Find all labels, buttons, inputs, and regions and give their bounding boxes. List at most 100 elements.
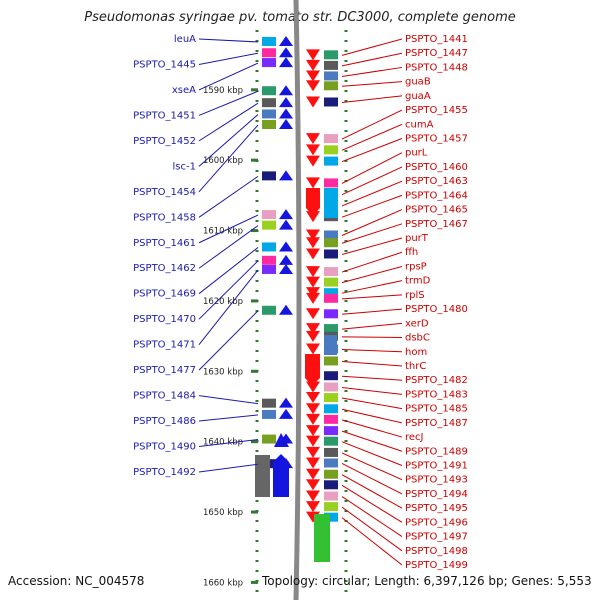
right-gene-block — [324, 356, 338, 366]
kbp-tick — [251, 158, 258, 162]
forward-arrow — [279, 241, 293, 252]
leader-line — [341, 223, 403, 244]
map-title: Pseudomonas syringae pv. tomato str. DC3… — [84, 10, 516, 25]
leader-line — [341, 430, 403, 452]
track-dot — [344, 60, 348, 62]
right-gene-label: PSPTO_1491 — [405, 460, 468, 471]
forward-arrow — [279, 119, 293, 129]
forward-arrow — [273, 454, 289, 497]
left-gene-block — [262, 86, 276, 96]
track-dot — [344, 150, 348, 152]
leader-line — [198, 52, 259, 65]
leader-line — [198, 463, 259, 473]
leader-line — [198, 114, 259, 167]
track-dot — [344, 140, 348, 142]
leader-line — [198, 102, 259, 142]
track-dot — [344, 230, 348, 232]
right-gene-block — [324, 156, 338, 166]
right-gene-label: PSPTO_1494 — [405, 489, 468, 500]
reverse-arrow — [306, 501, 320, 513]
kbp-tick — [251, 299, 258, 303]
track-dot — [344, 360, 348, 362]
left-gene-block — [262, 109, 276, 119]
track-dot — [255, 560, 259, 562]
leader-line — [341, 152, 403, 184]
track-dot — [255, 140, 259, 142]
right-gene-label: PSPTO_1457 — [405, 134, 468, 145]
forward-arrow — [274, 433, 289, 447]
track-dot — [344, 90, 348, 92]
track-dot — [255, 590, 259, 592]
leader-line — [341, 123, 403, 151]
leader-line — [341, 138, 403, 163]
leader-line — [341, 463, 403, 495]
track-dot — [255, 130, 259, 132]
track-dot — [255, 250, 259, 252]
reverse-arrow — [306, 381, 320, 393]
track-dot — [344, 470, 348, 472]
track-dot — [344, 250, 348, 252]
track-dot — [344, 330, 348, 332]
right-gene-block — [324, 238, 338, 248]
track-dot — [255, 430, 259, 432]
left-gene-block — [262, 120, 276, 129]
leader-line — [341, 194, 403, 218]
reverse-arrow — [306, 211, 320, 223]
reverse-arrow — [306, 133, 320, 145]
leader-line — [341, 95, 403, 103]
leader-line — [198, 310, 259, 371]
track-dot — [344, 260, 348, 262]
left-gene-block — [262, 434, 276, 444]
forward-arrow — [279, 108, 293, 119]
right-gene-label: purL — [405, 148, 428, 159]
right-gene-label: trmD — [405, 276, 431, 287]
right-gene-label: PSPTO_1463 — [405, 176, 468, 187]
left-gene-label: PSPTO_1470 — [133, 314, 196, 325]
right-gene-block — [324, 436, 338, 446]
reverse-arrow — [306, 457, 320, 469]
track-dot — [344, 170, 348, 172]
right-gene-label: dsbC — [405, 333, 430, 344]
left-gene-block — [262, 98, 276, 108]
track-dot — [255, 100, 259, 102]
genome-backbone — [293, 0, 302, 600]
right-gene-label: PSPTO_1448 — [405, 62, 468, 73]
leader-line — [341, 419, 403, 438]
left-gene-label: PSPTO_1462 — [133, 263, 196, 274]
kbp-tick — [251, 369, 258, 373]
track-dot — [255, 330, 259, 332]
track-dot — [255, 410, 259, 412]
track-dot — [255, 390, 259, 392]
genome-summary: Topology: circular; Length: 6,397,126 bp… — [262, 574, 592, 588]
right-gene-label: guaB — [405, 77, 431, 88]
track-dot — [344, 540, 348, 542]
right-gene-label: PSPTO_1460 — [405, 162, 468, 173]
forward-arrow — [279, 263, 293, 274]
left-gene-label: PSPTO_1477 — [133, 365, 196, 376]
right-gene-block — [324, 277, 338, 287]
accession-label: Accession: NC_004578 — [8, 574, 145, 588]
right-gene-block — [324, 393, 338, 403]
reverse-arrow — [306, 308, 320, 320]
reverse-arrow — [306, 70, 320, 82]
track-dot — [344, 50, 348, 52]
right-gene-label: PSPTO_1464 — [405, 190, 468, 201]
right-gene-label: rpsP — [405, 261, 427, 272]
forward-arrow — [279, 85, 293, 96]
track-dot — [344, 80, 348, 82]
track-dot — [344, 500, 348, 502]
leader-line — [341, 375, 403, 381]
reverse-arrow — [306, 468, 320, 480]
left-gene-label: lsc-1 — [173, 161, 196, 172]
right-gene-label: rplS — [405, 290, 425, 301]
leader-line — [341, 360, 403, 367]
forward-arrow — [279, 304, 293, 315]
right-gene-label: PSPTO_1441 — [405, 34, 468, 45]
track-dot — [344, 70, 348, 72]
leader-line — [341, 81, 403, 87]
track-dot — [344, 400, 348, 402]
leader-line — [198, 414, 259, 422]
track-dot — [344, 350, 348, 352]
leader-line — [198, 175, 259, 218]
